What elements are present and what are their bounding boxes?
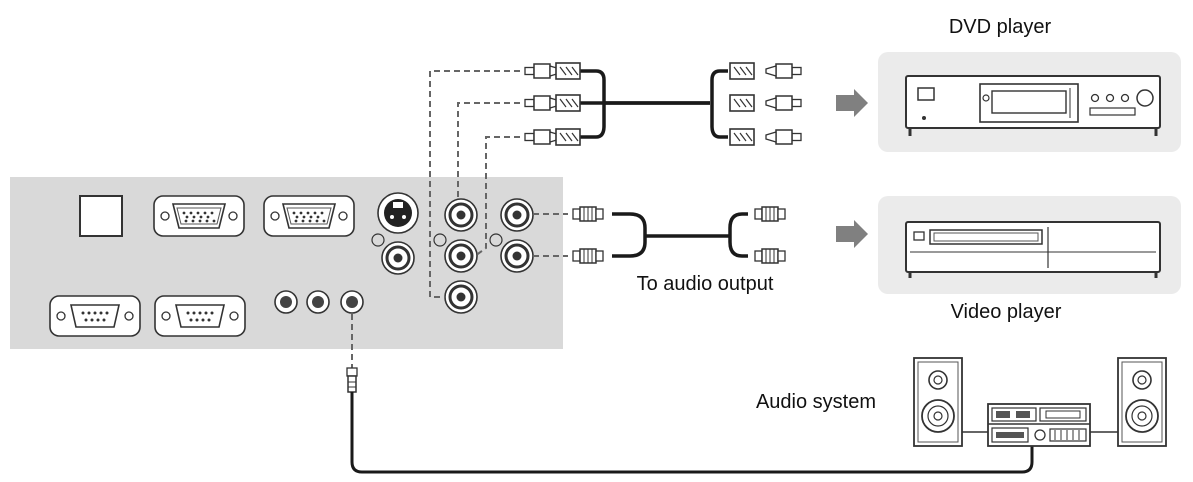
component-y-port [443, 197, 479, 233]
stereo-audio-cable [572, 206, 786, 264]
component-cb-port [443, 238, 479, 274]
right-speaker-icon [1117, 357, 1167, 447]
power-switch-icon [79, 195, 123, 237]
audio-r-port [499, 238, 535, 274]
arrow-to-video-player-icon [836, 220, 868, 248]
arrow-to-dvd-icon [836, 89, 868, 117]
computer-in-2-port [263, 195, 355, 237]
component-cr-port [443, 279, 479, 315]
control-port [154, 295, 246, 337]
projector-connector-panel [10, 177, 563, 349]
dvd-player-label: DVD player [949, 16, 1052, 38]
dashed-connection-lines [351, 70, 568, 370]
video-in-port [380, 240, 416, 276]
s-video-port [377, 192, 419, 234]
audio-system-cable [346, 367, 1034, 474]
video-player-label: Video player [951, 301, 1062, 323]
left-speaker-icon [913, 357, 963, 447]
audio-system-icon [913, 357, 1167, 447]
dvd-player-icon [878, 52, 1181, 152]
stereo-receiver-icon [987, 403, 1091, 447]
component-video-cable [524, 62, 802, 146]
video-player-icon [878, 196, 1181, 294]
audio-system-label: Audio system [756, 391, 876, 413]
audio-in-1-jack [274, 290, 298, 314]
computer-in-1-port [153, 195, 245, 237]
audio-out-jack [340, 290, 364, 314]
serial-port [49, 295, 141, 337]
audio-output-label: To audio output [637, 273, 774, 295]
audio-l-port [499, 197, 535, 233]
audio-in-2-jack [306, 290, 330, 314]
